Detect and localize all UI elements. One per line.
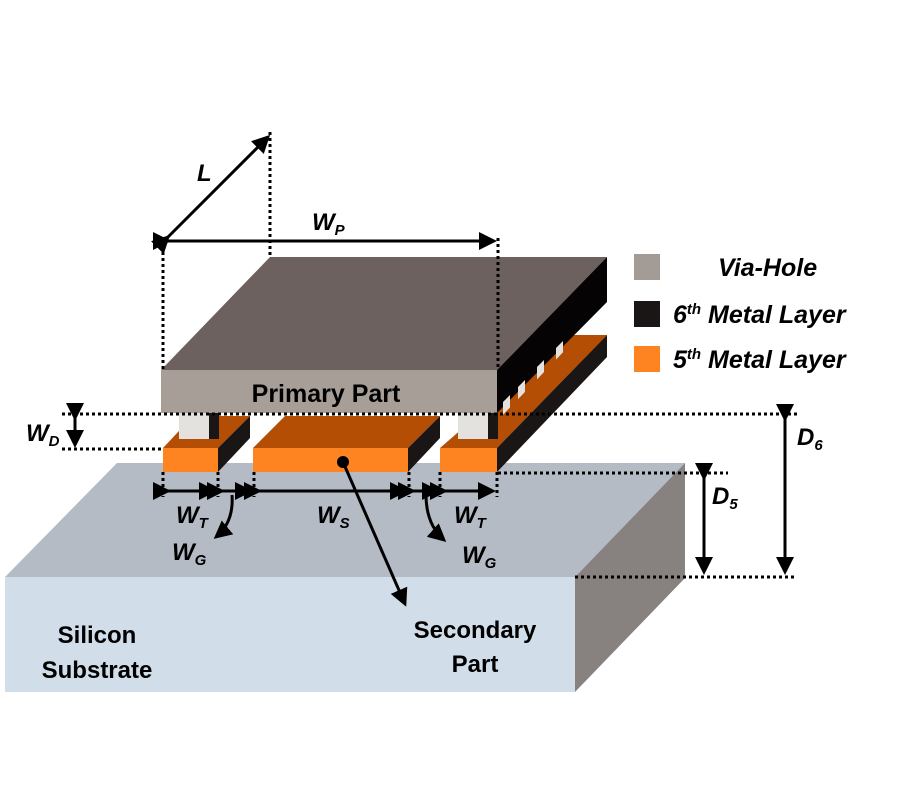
WG-right-curve xyxy=(424,494,447,542)
secondary-part-label-line1: Secondary xyxy=(414,617,537,644)
WG-left-curve xyxy=(213,494,234,539)
via-right-side xyxy=(488,413,498,439)
substrate-label-line2: Substrate xyxy=(42,657,153,684)
legend-swatch-via-hole xyxy=(634,254,660,280)
legend: Via-Hole 6th Metal Layer 5th Metal Layer xyxy=(634,254,847,374)
metal5-center-front xyxy=(253,448,408,472)
label-WP: WP xyxy=(312,209,346,239)
label-D6: D6 xyxy=(797,424,823,454)
legend-label-metal6: 6th Metal Layer xyxy=(673,301,847,329)
label-WD: WD xyxy=(26,420,60,450)
label-WT-left: WT xyxy=(176,502,210,532)
via-left-front xyxy=(179,413,209,439)
dimension-arrows xyxy=(66,134,794,607)
legend-label-metal5: 5th Metal Layer xyxy=(673,346,847,374)
via-right-front xyxy=(458,413,488,439)
legend-swatch-metal6 xyxy=(634,301,660,327)
primary-top-face xyxy=(161,257,607,370)
legend-label-via-hole: Via-Hole xyxy=(718,254,817,282)
via-left-side xyxy=(209,413,219,439)
label-WG-right: WG xyxy=(462,542,497,572)
substrate-front-face xyxy=(5,577,575,692)
substrate-label-line1: Silicon xyxy=(58,622,137,649)
metal5-center-top xyxy=(253,416,440,448)
secondary-part-pointer xyxy=(341,461,408,607)
metal5-center-side xyxy=(408,416,440,472)
metal5-right-track-front xyxy=(440,448,497,472)
primary-part: Primary Part xyxy=(161,257,607,446)
metal5-left-track-front xyxy=(163,448,218,472)
region-labels: Silicon Substrate Secondary Part xyxy=(42,617,537,684)
metal5-right-track-top-front xyxy=(498,335,607,446)
L-arrow xyxy=(151,134,271,254)
secondary-part-label-line2: Part xyxy=(452,651,499,678)
metal5-right-track-side xyxy=(497,335,607,472)
via-holes xyxy=(179,413,498,439)
primary-side-face xyxy=(497,257,607,413)
label-WT-right: WT xyxy=(454,502,488,532)
label-D5: D5 xyxy=(712,483,738,513)
label-WS: WS xyxy=(317,502,350,532)
legend-swatch-metal5 xyxy=(634,346,660,372)
label-WG-left: WG xyxy=(172,539,207,569)
label-L: L xyxy=(197,160,212,187)
primary-front-face xyxy=(161,370,497,413)
dimension-labels: L WP WD WT WS WT WG WG D5 D6 xyxy=(26,160,823,572)
primary-part-label: Primary Part xyxy=(252,380,401,408)
metal5-left-track-side xyxy=(218,416,250,472)
